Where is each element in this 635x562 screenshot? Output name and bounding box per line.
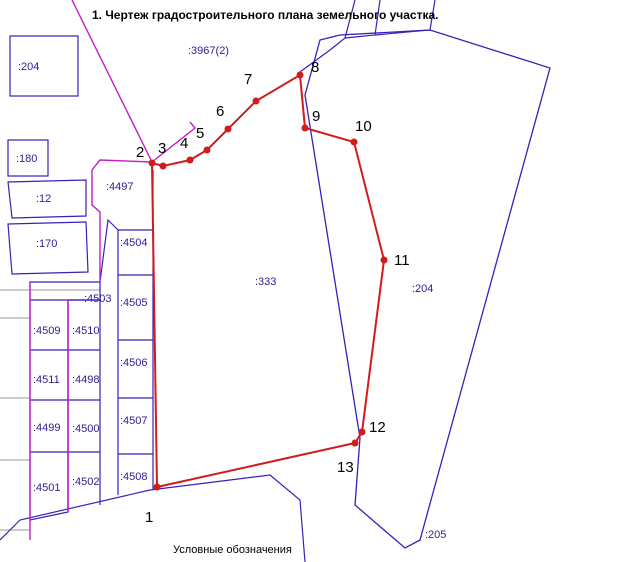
parcel-line	[374, 0, 436, 36]
point-label-5: 5	[196, 125, 204, 142]
parcel-label: :4504	[120, 237, 148, 249]
plot-boundary	[148, 71, 388, 491]
point-label-12: 12	[369, 419, 386, 436]
parcel-label: :4501	[33, 482, 61, 494]
map-title: 1. Чертеж градостроительного плана земел…	[92, 8, 439, 22]
parcel-label: :4510	[72, 325, 100, 337]
point-label-6: 6	[216, 103, 224, 120]
point-labels: 1 2 3 4 5 6 7 8 9 10 11 12 13	[136, 59, 410, 526]
plot-vertex-11	[380, 256, 388, 264]
legend-caption: Условные обозначения	[173, 544, 292, 556]
plot-vertex-12	[358, 428, 366, 436]
zone-lines	[29, 0, 196, 540]
parcel-label: :4502	[72, 476, 100, 488]
zone-line	[91, 159, 153, 282]
point-label-8: 8	[311, 59, 319, 76]
parcel-labels: :204 :3967(2) :180 :12 :170 :4497 :4504 …	[16, 45, 446, 541]
parcel-label: :4506	[120, 357, 148, 369]
parcel-label: :4503	[84, 293, 112, 305]
parcel-label: :4497	[106, 181, 134, 193]
zone-line	[71, 0, 153, 163]
parcel-180-outline	[7, 139, 49, 177]
point-label-7: 7	[244, 71, 252, 88]
plot-vertex-8	[296, 71, 304, 79]
plot-boundary-line	[150, 73, 386, 489]
parcel-label: :4508	[120, 471, 148, 483]
plot-vertex-1	[153, 483, 161, 491]
parcel-204-right-outline	[304, 29, 551, 549]
parcel-label: :4500	[72, 423, 100, 435]
parcel-205-outline	[0, 474, 306, 562]
parcel-label: :4505	[120, 297, 148, 309]
point-label-2: 2	[136, 144, 144, 161]
point-label-11: 11	[394, 252, 410, 269]
plot-vertex-10	[350, 138, 358, 146]
parcel-label: :4498	[72, 374, 100, 386]
zone-line	[151, 121, 196, 163]
plot-vertex-7	[252, 97, 260, 105]
plot-vertex-3	[159, 162, 167, 170]
parcel-170-outline	[7, 221, 89, 275]
parcel-label: :4511	[33, 374, 60, 386]
parcel-label: :12	[36, 193, 51, 205]
point-label-3: 3	[158, 140, 166, 157]
point-label-4: 4	[180, 135, 188, 152]
parcel-label: :204	[412, 283, 433, 295]
plot-vertex-13	[351, 439, 359, 447]
plot-vertex-5	[203, 146, 211, 154]
parcel-label: :205	[425, 529, 446, 541]
parcel-line	[299, 0, 356, 73]
parcel-label: :4507	[120, 415, 148, 427]
point-label-1: 1	[145, 509, 153, 526]
plot-vertex-6	[224, 125, 232, 133]
point-label-9: 9	[312, 108, 320, 125]
plot-vertex-2	[148, 159, 156, 167]
parcel-line	[99, 218, 119, 283]
parcel-label: :170	[36, 238, 57, 250]
plot-vertex-9	[301, 124, 309, 132]
plot-vertex-4	[186, 156, 194, 164]
parcel-204-left-outline	[9, 35, 79, 97]
parcel-label: :204	[18, 61, 39, 73]
point-label-10: 10	[355, 118, 372, 135]
parcel-label: :4509	[33, 325, 61, 337]
parcel-label: :333	[255, 276, 276, 288]
parcel-label: :180	[16, 153, 37, 165]
parcel-12-outline	[7, 179, 87, 219]
parcel-label: :3967(2)	[188, 45, 229, 57]
parcel-label: :4499	[33, 422, 61, 434]
point-label-13: 13	[337, 459, 354, 476]
gray-lines	[0, 289, 100, 531]
